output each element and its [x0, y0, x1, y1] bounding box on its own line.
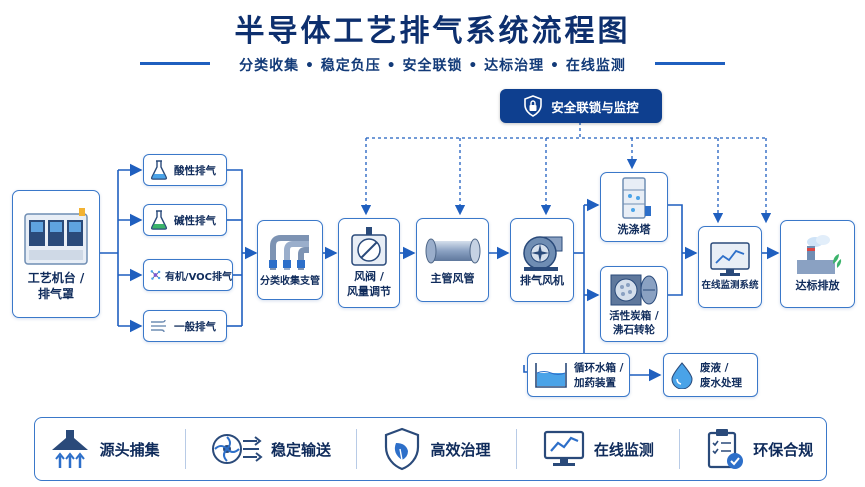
main-duct-icon — [425, 238, 480, 264]
water-tank-node: 循环水箱 / 加药装置 — [527, 353, 630, 397]
source-label: 工艺机台 / 排气罩 — [27, 270, 85, 301]
waste-water-label: 废液 / 废水处理 — [700, 362, 742, 389]
fan-node: 排气风机 — [510, 218, 574, 302]
process-tool-node: 工艺机台 / 排气罩 — [12, 190, 100, 318]
exhaust-voc: 有机/VOC排气 — [143, 259, 233, 291]
water-tank-label: 循环水箱 / 加药装置 — [574, 362, 624, 389]
scrubber-node: 洗涤塔 — [600, 172, 668, 242]
molecule-icon — [150, 270, 161, 280]
scrubber-label: 洗涤塔 — [617, 223, 651, 237]
fan-label: 排气风机 — [520, 274, 564, 288]
monitor-node: 在线监测系统 — [698, 226, 762, 308]
lock-icon — [524, 95, 543, 117]
feature-efficient-treatment: 高效治理 — [382, 427, 490, 471]
subtitle-line-right — [655, 62, 725, 65]
water-tank-icon — [535, 363, 567, 388]
checklist-icon — [708, 429, 744, 469]
page-title: 半导体工艺排气系统流程图 — [234, 14, 631, 49]
feature-divider — [356, 429, 358, 469]
feature-divider — [679, 429, 681, 469]
flask-icon — [150, 160, 168, 180]
branch-pipe-node: 分类收集支管 — [257, 220, 323, 300]
branch-pipe-icon — [269, 235, 309, 270]
scrubber-tower-icon — [622, 177, 651, 220]
feature-stable-transport: 稳定输送 — [211, 429, 331, 469]
monitor-label: 在线监测系统 — [701, 280, 759, 292]
flask-green-icon — [150, 210, 168, 230]
carbon-node: 活性炭箱 / 沸石转轮 — [600, 266, 668, 342]
feature-divider — [515, 429, 517, 469]
damper-node: 风阀 / 风量调节 — [338, 218, 400, 308]
fan-transport-icon — [212, 434, 263, 464]
features-bar: 源头捕集 稳定输送 高效治理 在线监测 — [34, 417, 827, 481]
branch-pipe-label: 分类收集支管 — [260, 276, 320, 287]
subtitle-line-left — [140, 62, 210, 65]
shield-leaf-icon — [385, 427, 420, 471]
feature-source-capture: 源头捕集 — [48, 428, 160, 470]
exhaust-general: 一般排气 — [143, 310, 227, 342]
feature-divider — [184, 429, 186, 469]
exhaust-alkali: 碱性排气 — [143, 204, 227, 236]
monitor-chart-icon — [710, 242, 750, 277]
main-duct-node: 主管风管 — [416, 218, 489, 302]
main-duct-label: 主管风管 — [430, 272, 475, 286]
process-tool-icon — [24, 207, 88, 265]
exhaust-fan-icon — [523, 236, 563, 272]
feature-compliance: 环保合规 — [705, 427, 813, 471]
subtitle: 分类收集 • 稳定负压 • 安全联锁 • 达标治理 • 在线监测 — [239, 58, 626, 74]
hood-icon — [51, 430, 88, 468]
discharge-node: 达标排放 — [780, 220, 855, 308]
factory-chimney-icon — [796, 235, 841, 275]
carbon-label: 活性炭箱 / 沸石转轮 — [609, 309, 659, 336]
safety-label: 安全联锁与监控 — [551, 99, 639, 115]
water-drop-icon — [671, 362, 693, 389]
damper-valve-icon — [351, 227, 387, 266]
exhaust-acid: 酸性排气 — [143, 154, 227, 186]
damper-label: 风阀 / 风量调节 — [347, 270, 391, 298]
discharge-label: 达标排放 — [795, 279, 840, 293]
air-flow-icon — [151, 319, 166, 333]
feature-online-monitoring: 在线监测 — [542, 429, 654, 469]
waste-water-node: 废液 / 废水处理 — [663, 353, 758, 397]
carbon-box-icon — [610, 274, 658, 306]
safety-interlock-banner: 安全联锁与监控 — [500, 89, 662, 123]
monitor-chart-icon — [543, 430, 584, 466]
